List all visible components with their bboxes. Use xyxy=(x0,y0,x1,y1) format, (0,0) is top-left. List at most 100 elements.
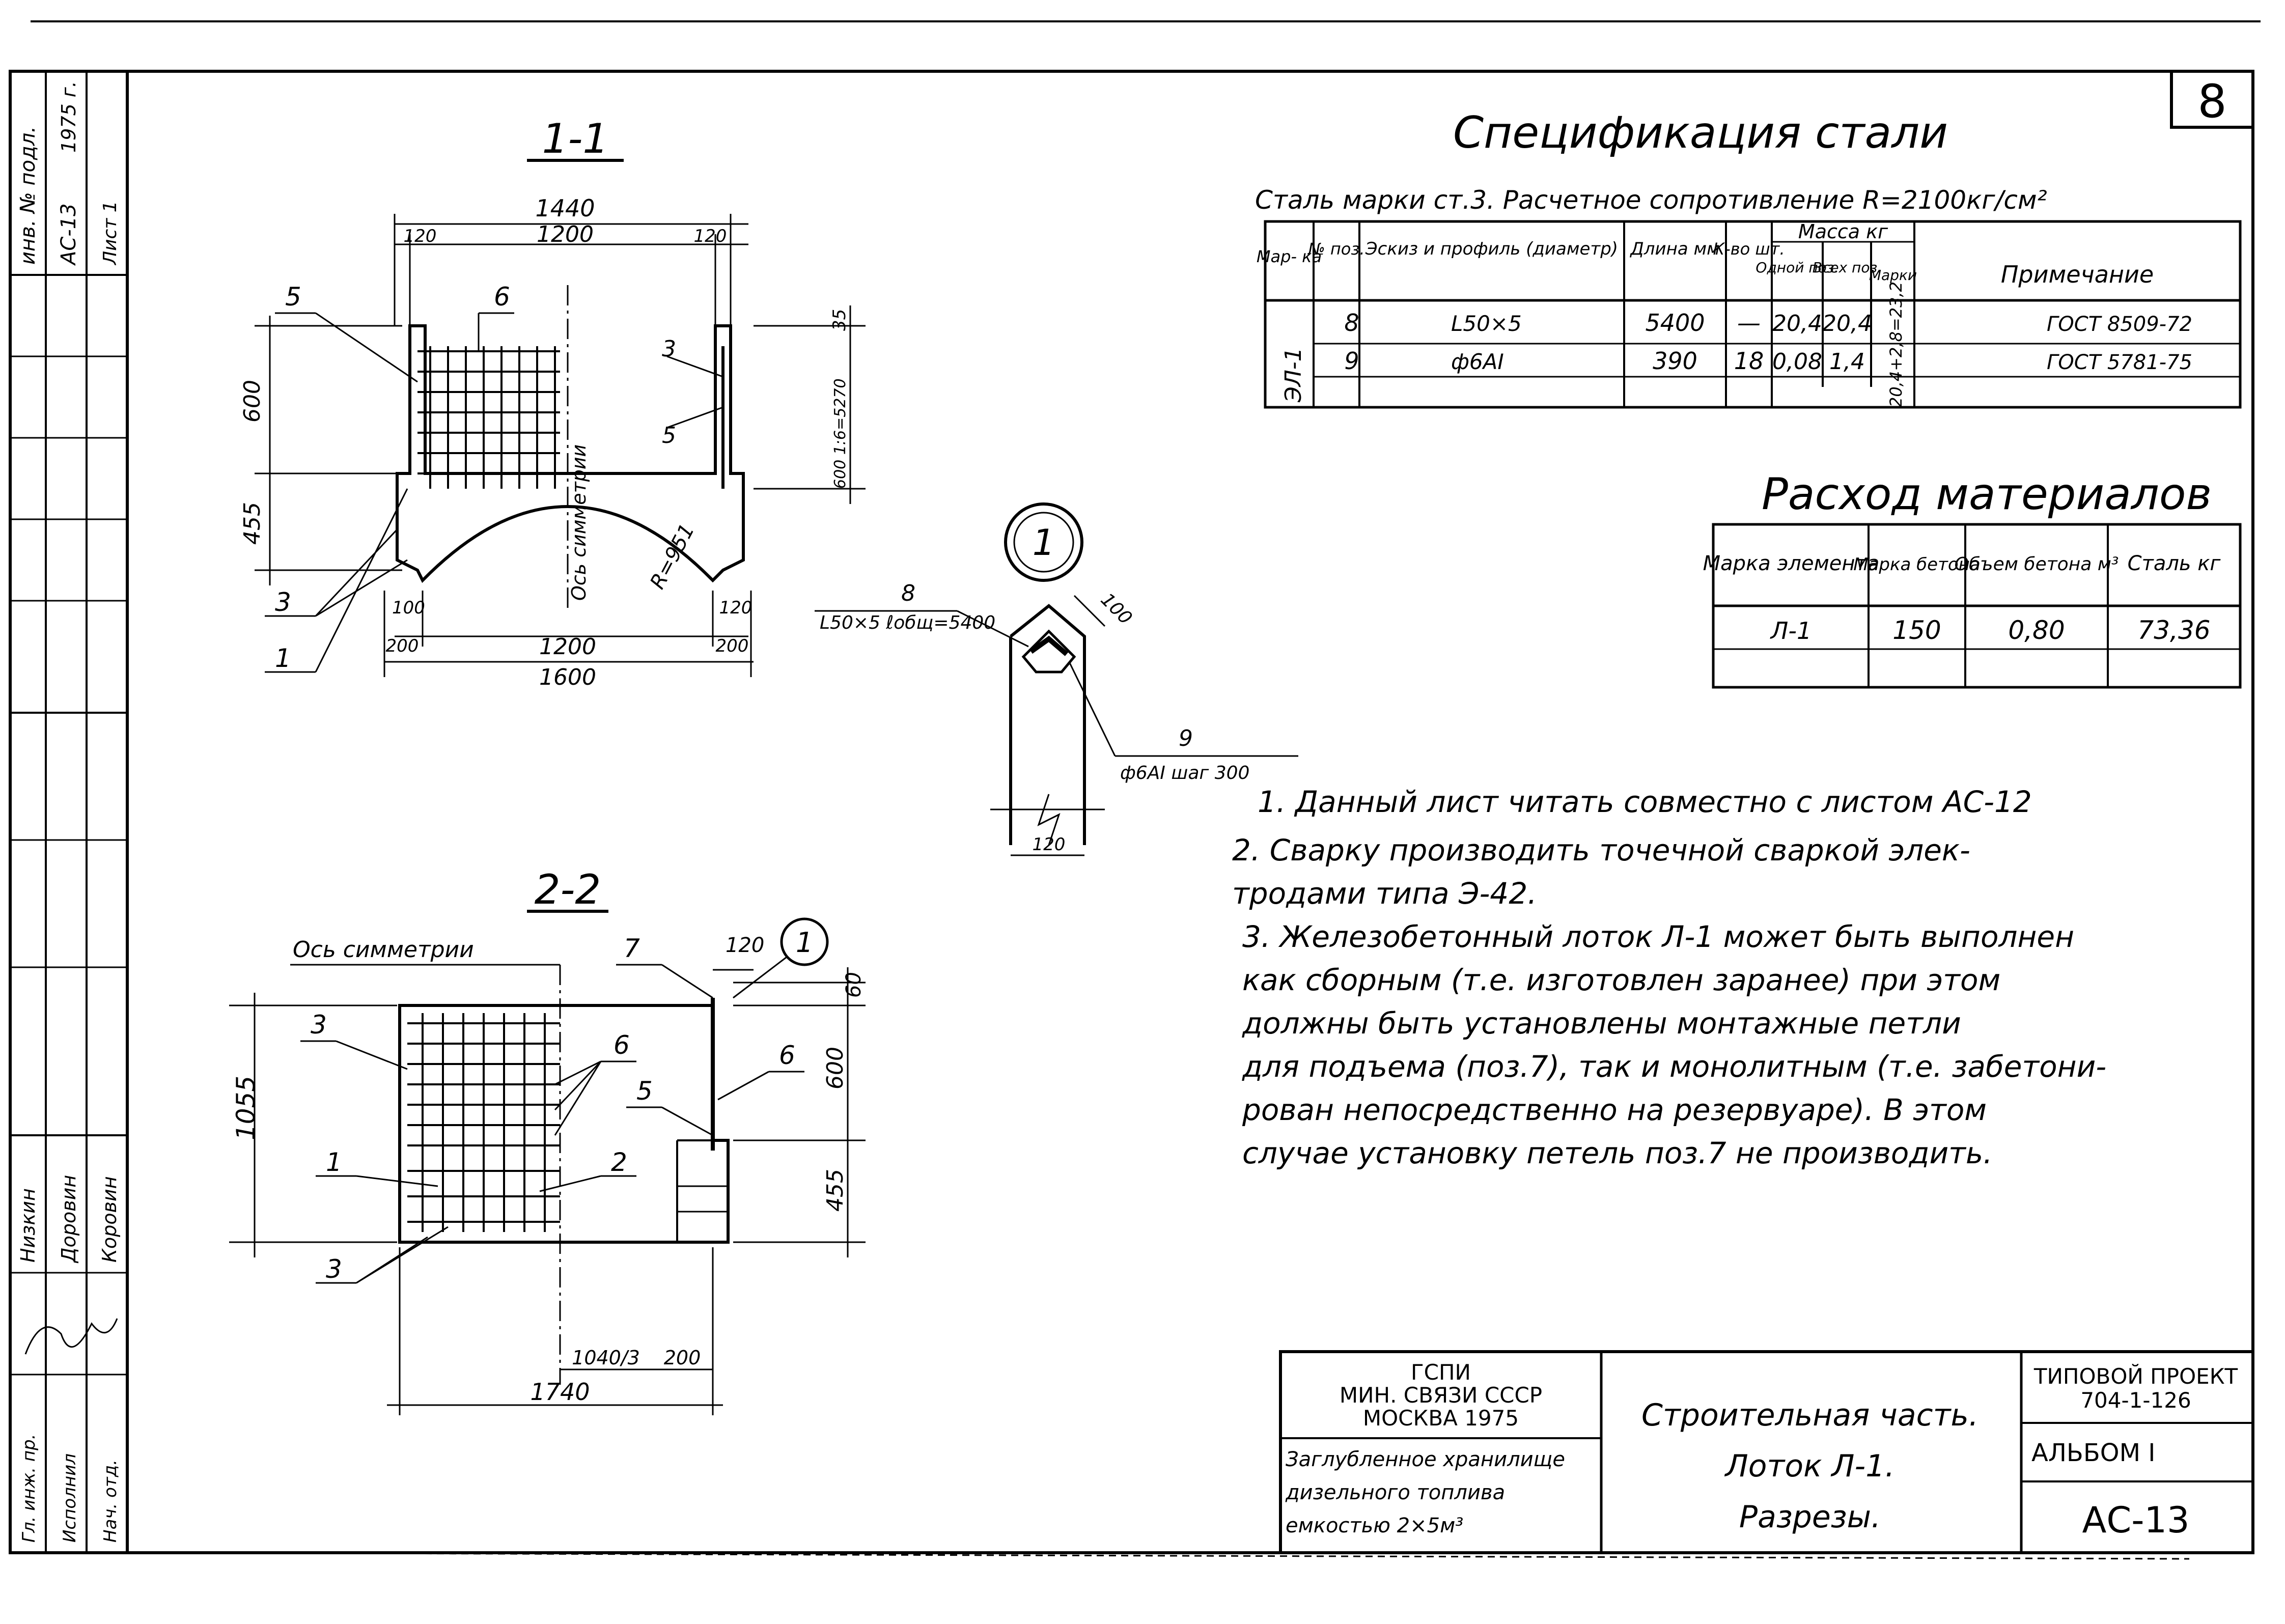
label-7: 7 xyxy=(624,934,640,963)
signature xyxy=(24,1318,118,1355)
spec-r1-profile: L50×5 xyxy=(1451,311,1522,336)
section-2-2: 2-2 Ось симметрии 1055 120 xyxy=(229,866,866,1415)
spec-r1-length: 5400 xyxy=(1645,309,1705,337)
spec-h-length: Длина мм xyxy=(1629,239,1720,259)
dim-1200-bottom: 1200 xyxy=(539,634,596,660)
note-line-5: как сборным (т.е. изготовлен заранее) пр… xyxy=(1242,963,2000,997)
mat-h-concrete: Марка бетона xyxy=(1853,554,1981,575)
mat-h-steel: Сталь кг xyxy=(2128,552,2221,575)
spec-h-marks: Марки xyxy=(1869,267,1917,284)
label-3-top: 3 xyxy=(311,1010,327,1040)
sidebar-top-1: инв. № подл. xyxy=(16,126,40,265)
tb-org-2: МИН. СВЯЗИ СССР xyxy=(1340,1383,1542,1408)
tb-project-3: емкостью 2×5м³ xyxy=(1286,1514,1463,1537)
spec-r2-pos: 9 xyxy=(1344,347,1359,375)
spec-h-qty: К-во шт. xyxy=(1713,239,1785,259)
node-marker-number: 1 xyxy=(1033,522,1055,564)
spec-r2-length: 390 xyxy=(1653,347,1697,375)
sidebar-name-1: Низкин xyxy=(17,1188,39,1263)
sidebar-bottom-2: Исполнил xyxy=(60,1453,80,1543)
spec-h-pos: № поз. xyxy=(1307,239,1364,259)
sidebar-bottom-1: Гл. инж. пр. xyxy=(19,1434,39,1543)
mat-r1-steel: 73,36 xyxy=(2137,615,2210,645)
spec-h-mark: Мар- ка xyxy=(1257,247,1322,266)
label-6-top: 6 xyxy=(494,282,510,312)
dim-100: 100 xyxy=(392,598,425,618)
tb-sheet-code: АС-13 xyxy=(2082,1499,2189,1541)
node-pos9: 9 xyxy=(1179,725,1193,751)
note-line-2: 2. Сварку производить точечной сваркой э… xyxy=(1232,833,1970,867)
label-3-bottom: 3 xyxy=(326,1254,342,1284)
sidebar-top-4: 1975 г. xyxy=(58,81,80,153)
sidebar-top-3: Лист 1 xyxy=(100,201,121,266)
tb-org-1: ГСПИ xyxy=(1411,1360,1471,1385)
section-1-1: 1-1 1440 120 1200 120 Ось симметрии R=95… xyxy=(239,115,866,690)
node-pos8-text: L50×5 ℓобщ=5400 xyxy=(820,612,995,633)
mat-r1-volume: 0,80 xyxy=(2008,615,2065,645)
sidebar-bottom-3: Нач. отд. xyxy=(100,1460,121,1543)
dim-1440: 1440 xyxy=(535,194,595,222)
dim-120-2-2: 120 xyxy=(726,934,764,957)
tb-project-1: Заглубленное хранилище xyxy=(1286,1448,1565,1471)
dim-200-right: 200 xyxy=(716,636,749,656)
node-marker xyxy=(1004,502,1083,582)
notes: 1. Данный лист читать совместно с листом… xyxy=(1232,785,2106,1170)
mat-r1-concrete: 150 xyxy=(1892,615,1941,645)
sheet-frame xyxy=(9,70,2254,1554)
tb-typical-1: ТИПОВОЙ ПРОЕКТ xyxy=(2033,1363,2238,1389)
label-3-right: 3 xyxy=(662,336,676,362)
dim-600-left: 600 xyxy=(239,380,265,423)
dim-455-2-2: 455 xyxy=(822,1169,848,1212)
note-line-6: должны быть установлены монтажные петли xyxy=(1242,1006,1961,1041)
note-line-3: тродами типа Э-42. xyxy=(1232,876,1537,911)
dim-600-2-2: 600 xyxy=(822,1047,848,1089)
dim-1040-3: 1040/3 xyxy=(572,1347,640,1369)
axis-label-2-2: Ось симметрии xyxy=(293,937,474,963)
spec-mark-value: ЭЛ-1 xyxy=(1280,347,1306,403)
spec-total-mass: 20,4+2,8=23,2 xyxy=(1886,282,1906,407)
tb-typical-2: 704-1-126 xyxy=(2080,1388,2191,1413)
node-dim-120: 120 xyxy=(1033,834,1066,855)
mat-h-element: Марка элемента xyxy=(1703,552,1880,575)
dim-1055: 1055 xyxy=(231,1076,261,1140)
spec-r1-note: ГОСТ 8509-72 xyxy=(2047,313,2192,336)
spec-r2-one: 0,08 xyxy=(1772,349,1822,375)
mat-h-volume: Объем бетона м³ xyxy=(1955,554,2119,575)
note-line-4: 3. Железобетонный лоток Л-1 может быть в… xyxy=(1242,919,2074,954)
spec-h-mass: Масса кг xyxy=(1798,220,1888,243)
note-line-7: для подъема (поз.7), так и монолитным (т… xyxy=(1242,1049,2106,1084)
label-6-right: 6 xyxy=(779,1041,795,1070)
dim-120-bottom-right: 120 xyxy=(719,598,753,618)
note-line-8: рован непосредственно на резервуаре). В … xyxy=(1242,1093,1987,1127)
spec-r2-profile: ф6АI xyxy=(1451,349,1504,374)
spec-r1-pos: 8 xyxy=(1344,309,1359,337)
spec-r1-one: 20,4 xyxy=(1772,311,1822,337)
note-line-1: 1. Данный лист читать совместно с листом… xyxy=(1258,785,2032,819)
label-5-left: 5 xyxy=(285,282,301,312)
dim-1600: 1600 xyxy=(539,664,596,690)
tb-album: АЛЬБОМ I xyxy=(2031,1439,2155,1467)
tb-project-2: дизельного топлива xyxy=(1285,1481,1505,1504)
tb-drawing-1: Строительная часть. xyxy=(1641,1397,1979,1433)
section-1-1-title: 1-1 xyxy=(542,115,609,162)
label-5-right: 5 xyxy=(662,423,676,449)
spec-h-sketch: Эскиз и профиль (диаметр) xyxy=(1365,239,1618,259)
spec-h-note: Примечание xyxy=(2001,261,2154,288)
sheet-number: 8 xyxy=(2197,75,2226,128)
dim-1200-top: 1200 xyxy=(537,221,594,247)
note-line-9: случае установку петель поз.7 не произво… xyxy=(1242,1136,1993,1170)
tray-body-2-2 xyxy=(398,1004,730,1244)
label-1-left: 1 xyxy=(275,643,291,673)
dim-455-left: 455 xyxy=(239,502,265,545)
label-6-mid: 6 xyxy=(614,1030,630,1060)
mat-r1-element: Л-1 xyxy=(1770,617,1812,645)
dim-120-right: 120 xyxy=(694,226,727,246)
dim-120-left: 120 xyxy=(404,226,437,246)
spec-r2-qty: 18 xyxy=(1734,347,1764,375)
dim-200-left: 200 xyxy=(386,636,419,656)
spec-r2-note: ГОСТ 5781-75 xyxy=(2047,351,2192,374)
spec-r1-qty: — xyxy=(1737,309,1761,337)
spec-subtitle: Сталь марки ст.3. Расчетное сопротивлени… xyxy=(1255,185,2047,215)
tb-org-3: МОСКВА 1975 xyxy=(1363,1406,1519,1431)
